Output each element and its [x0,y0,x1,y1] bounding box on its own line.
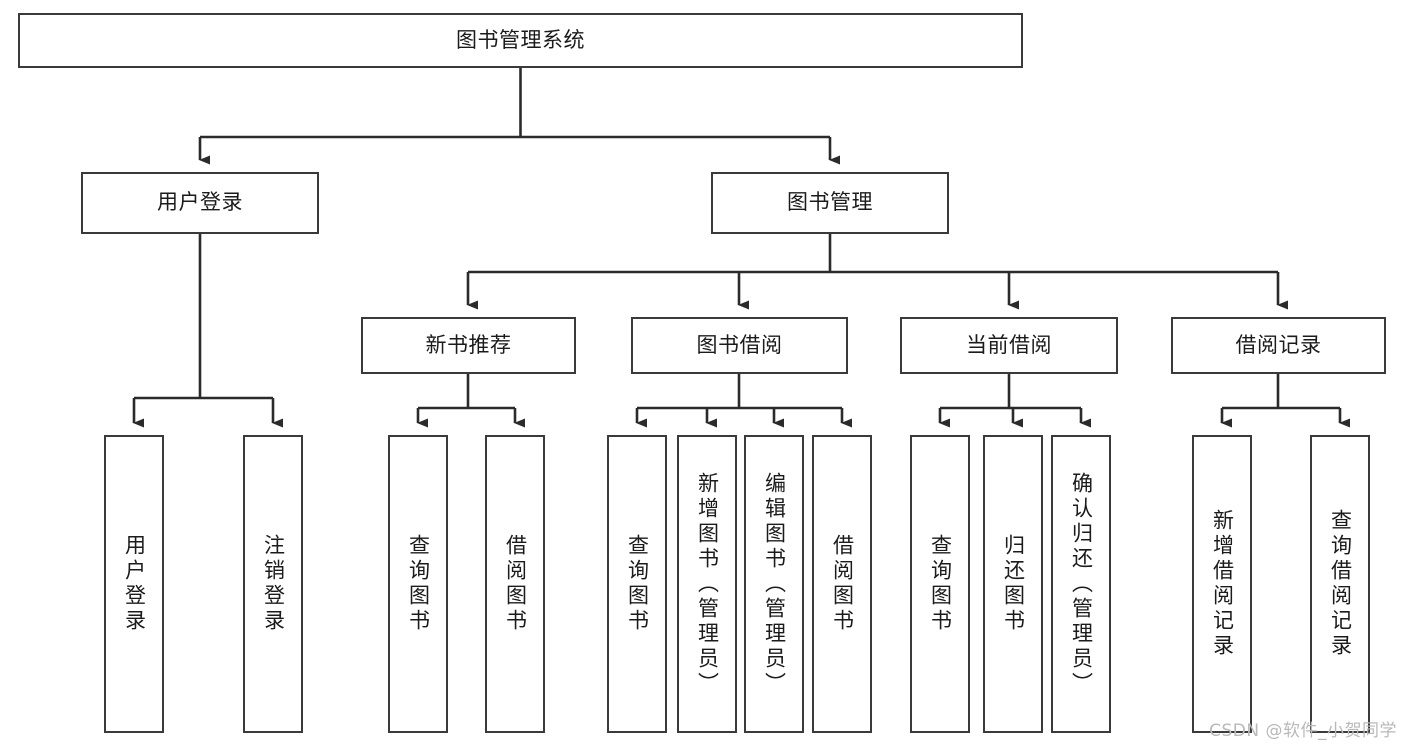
node-leaf-add-book[interactable]: 新增图书（管理员） [677,435,737,733]
node-leaf-borrow-book-2-label: 借阅图书 [830,534,855,634]
node-leaf-query-book-2-label: 查询图书 [625,534,650,634]
node-borrow-record[interactable]: 借阅记录 [1171,317,1386,374]
node-leaf-query-book-2[interactable]: 查询图书 [607,435,667,733]
node-leaf-add-record[interactable]: 新增借阅记录 [1192,435,1252,733]
node-user-login[interactable]: 用户登录 [81,172,319,234]
node-leaf-query-book-1[interactable]: 查询图书 [388,435,448,733]
node-user-login-label: 用户登录 [157,190,243,215]
edges-currentborrow-to-leaves [938,374,1091,428]
edges-bookborrow-to-leaves [635,374,852,428]
node-leaf-query-book-3-label: 查询图书 [928,534,953,634]
node-new-book-rec-label: 新书推荐 [425,332,512,357]
node-current-borrow[interactable]: 当前借阅 [900,317,1118,374]
node-leaf-edit-book[interactable]: 编辑图书（管理员） [744,435,804,733]
node-root-system[interactable]: 图书管理系统 [18,13,1023,68]
node-leaf-add-record-label: 新增借阅记录 [1210,509,1235,659]
node-leaf-query-book-3[interactable]: 查询图书 [910,435,970,733]
node-book-manage[interactable]: 图书管理 [711,172,949,234]
node-leaf-query-record-label: 查询借阅记录 [1328,509,1353,659]
node-leaf-user-logout[interactable]: 注销登录 [243,435,303,733]
node-leaf-query-record[interactable]: 查询借阅记录 [1310,435,1370,733]
node-leaf-return-book[interactable]: 归还图书 [983,435,1043,733]
edges-bookmanage-to-level3 [466,234,1288,310]
node-book-manage-label: 图书管理 [787,190,873,215]
node-borrow-record-label: 借阅记录 [1235,332,1322,357]
edges-newbookrec-to-leaves [416,374,525,428]
node-leaf-confirm-return[interactable]: 确认归还（管理员） [1051,435,1111,733]
edges-userlogin-to-leaves [132,234,283,428]
node-leaf-user-logout-label: 注销登录 [261,534,286,634]
node-leaf-user-login-label: 用户登录 [122,534,147,634]
edges-root-to-level2 [198,68,840,165]
node-leaf-user-login[interactable]: 用户登录 [104,435,164,733]
node-leaf-borrow-book-2[interactable]: 借阅图书 [812,435,872,733]
node-leaf-edit-book-label: 编辑图书（管理员） [762,471,787,697]
node-current-borrow-label: 当前借阅 [966,332,1052,357]
node-leaf-borrow-book-1[interactable]: 借阅图书 [485,435,545,733]
node-leaf-add-book-label: 新增图书（管理员） [695,471,720,697]
node-leaf-borrow-book-1-label: 借阅图书 [503,534,528,634]
node-book-borrow-label: 图书借阅 [696,332,783,357]
node-leaf-query-book-1-label: 查询图书 [406,534,431,634]
node-leaf-confirm-return-label: 确认归还（管理员） [1069,471,1094,697]
node-new-book-rec[interactable]: 新书推荐 [361,317,576,374]
node-root-label: 图书管理系统 [456,27,585,52]
edges-borrowrecord-to-leaves [1220,374,1350,428]
node-book-borrow[interactable]: 图书借阅 [631,317,848,374]
node-leaf-return-book-label: 归还图书 [1001,534,1026,634]
